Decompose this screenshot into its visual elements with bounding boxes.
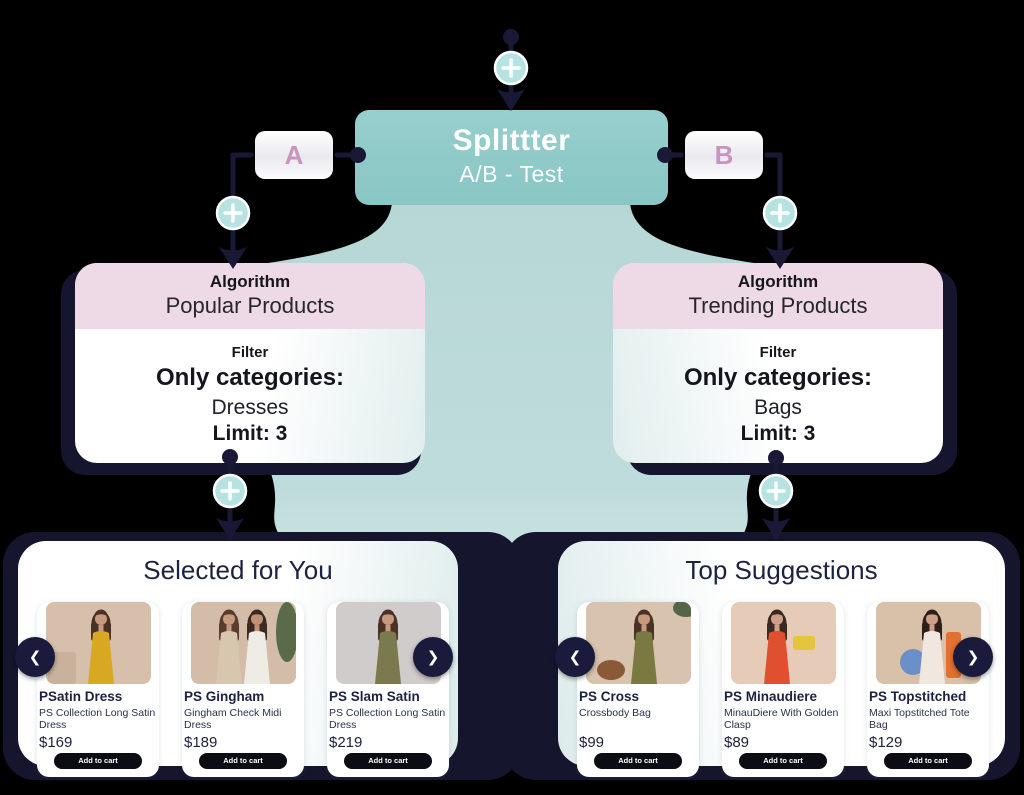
plus-icon: [762, 195, 798, 231]
branch-b-chip[interactable]: B: [685, 131, 763, 179]
product-price: $169: [39, 733, 73, 751]
filter-limit: Limit: 3: [212, 422, 288, 445]
product-description: PS Collection Long Satin Dress: [39, 706, 156, 732]
splitter-subtitle: A/B - Test: [459, 161, 564, 187]
branch-a-chip[interactable]: A: [255, 131, 333, 179]
product-photo: [585, 602, 691, 684]
add-to-cart-button[interactable]: Add to cart: [739, 752, 827, 769]
product-name: PS Minaudiere: [724, 689, 818, 704]
branch-b-label: B: [714, 139, 734, 170]
product-price: $89: [724, 733, 750, 751]
add-to-cart-button[interactable]: Add to cart: [594, 752, 682, 769]
product-description: Gingham Check Midi Dress: [184, 706, 282, 732]
product-card[interactable]: PS Slam Satin PS Collection Long Satin Dr…: [327, 602, 449, 777]
filter-heading: Only categories:: [155, 364, 345, 391]
splitter-title: Splittter: [452, 124, 571, 157]
arrow-down-icon: [497, 89, 525, 111]
product-description: Maxi Topstitched Tote Bag: [869, 706, 970, 732]
product-name: PS Topstitched: [869, 689, 967, 704]
product-price: $129: [869, 733, 903, 751]
product-price: $99: [579, 733, 605, 751]
product-photo: [45, 602, 151, 684]
chevron-left-icon[interactable]: ❮: [15, 637, 55, 677]
product-name: PSatin Dress: [39, 689, 123, 704]
algo-name: Popular Products: [165, 293, 335, 318]
algo-header: Algorithm Popular Products: [75, 263, 425, 329]
plus-icon: [493, 50, 529, 86]
product-name: PS Slam Satin: [329, 689, 420, 704]
port-dot: [503, 29, 519, 45]
product-description: MinauDiere With Golden Clasp: [724, 706, 839, 732]
filter-category: Bags: [754, 396, 802, 419]
algo-header-label: Algorithm: [209, 272, 291, 291]
algo-header: Algorithm Trending Products: [613, 263, 943, 329]
product-name: PS Gingham: [184, 689, 265, 704]
plus-icon: [215, 195, 251, 231]
algorithm-node-trending-products[interactable]: Algorithm Trending Products Filter Only …: [613, 263, 943, 463]
product-price: $189: [184, 733, 218, 751]
algo-header-label: Algorithm: [737, 272, 819, 291]
chevron-right-icon[interactable]: ❯: [413, 637, 453, 677]
filter-heading: Only categories:: [683, 364, 873, 391]
product-price: $219: [329, 733, 363, 751]
product-carousel: PSatin Dress PS Collection Long Satin Dre…: [37, 602, 449, 777]
product-photo: [730, 602, 836, 684]
add-to-cart-button[interactable]: Add to cart: [199, 752, 287, 769]
filter-label: Filter: [759, 344, 797, 361]
chevron-right-icon[interactable]: ❯: [953, 637, 993, 677]
algo-name: Trending Products: [688, 293, 868, 318]
product-card[interactable]: PSatin Dress PS Collection Long Satin Dre…: [37, 602, 159, 777]
filter-category: Dresses: [211, 396, 289, 419]
add-to-cart-button[interactable]: Add to cart: [54, 752, 142, 769]
algo-body: Filter Only categories: Bags Limit: 3: [613, 344, 943, 446]
algorithm-node-popular-products[interactable]: Algorithm Popular Products Filter Only c…: [75, 263, 425, 463]
product-description: PS Collection Long Satin Dress: [329, 706, 446, 732]
panel-title: Selected for You: [143, 555, 333, 585]
splitter-node[interactable]: Splittter A/B - Test: [355, 110, 668, 205]
chevron-left-icon[interactable]: ❮: [555, 637, 595, 677]
panel-title: Top Suggestions: [685, 555, 878, 585]
filter-limit: Limit: 3: [740, 422, 816, 445]
product-description: Crossbody Bag: [579, 706, 651, 719]
add-to-cart-button[interactable]: Add to cart: [884, 752, 972, 769]
branch-a-label: A: [284, 139, 304, 170]
add-to-cart-button[interactable]: Add to cart: [344, 752, 432, 769]
algo-body: Filter Only categories: Dresses Limit: 3: [75, 344, 425, 446]
product-photo: [190, 602, 296, 684]
filter-label: Filter: [231, 344, 269, 361]
product-name: PS Cross: [579, 689, 640, 704]
plus-icon: [212, 473, 248, 509]
result-panel-selected-for-you: Selected for You PSatin Dress PS Collecti…: [18, 541, 458, 777]
plus-icon: [758, 473, 794, 509]
